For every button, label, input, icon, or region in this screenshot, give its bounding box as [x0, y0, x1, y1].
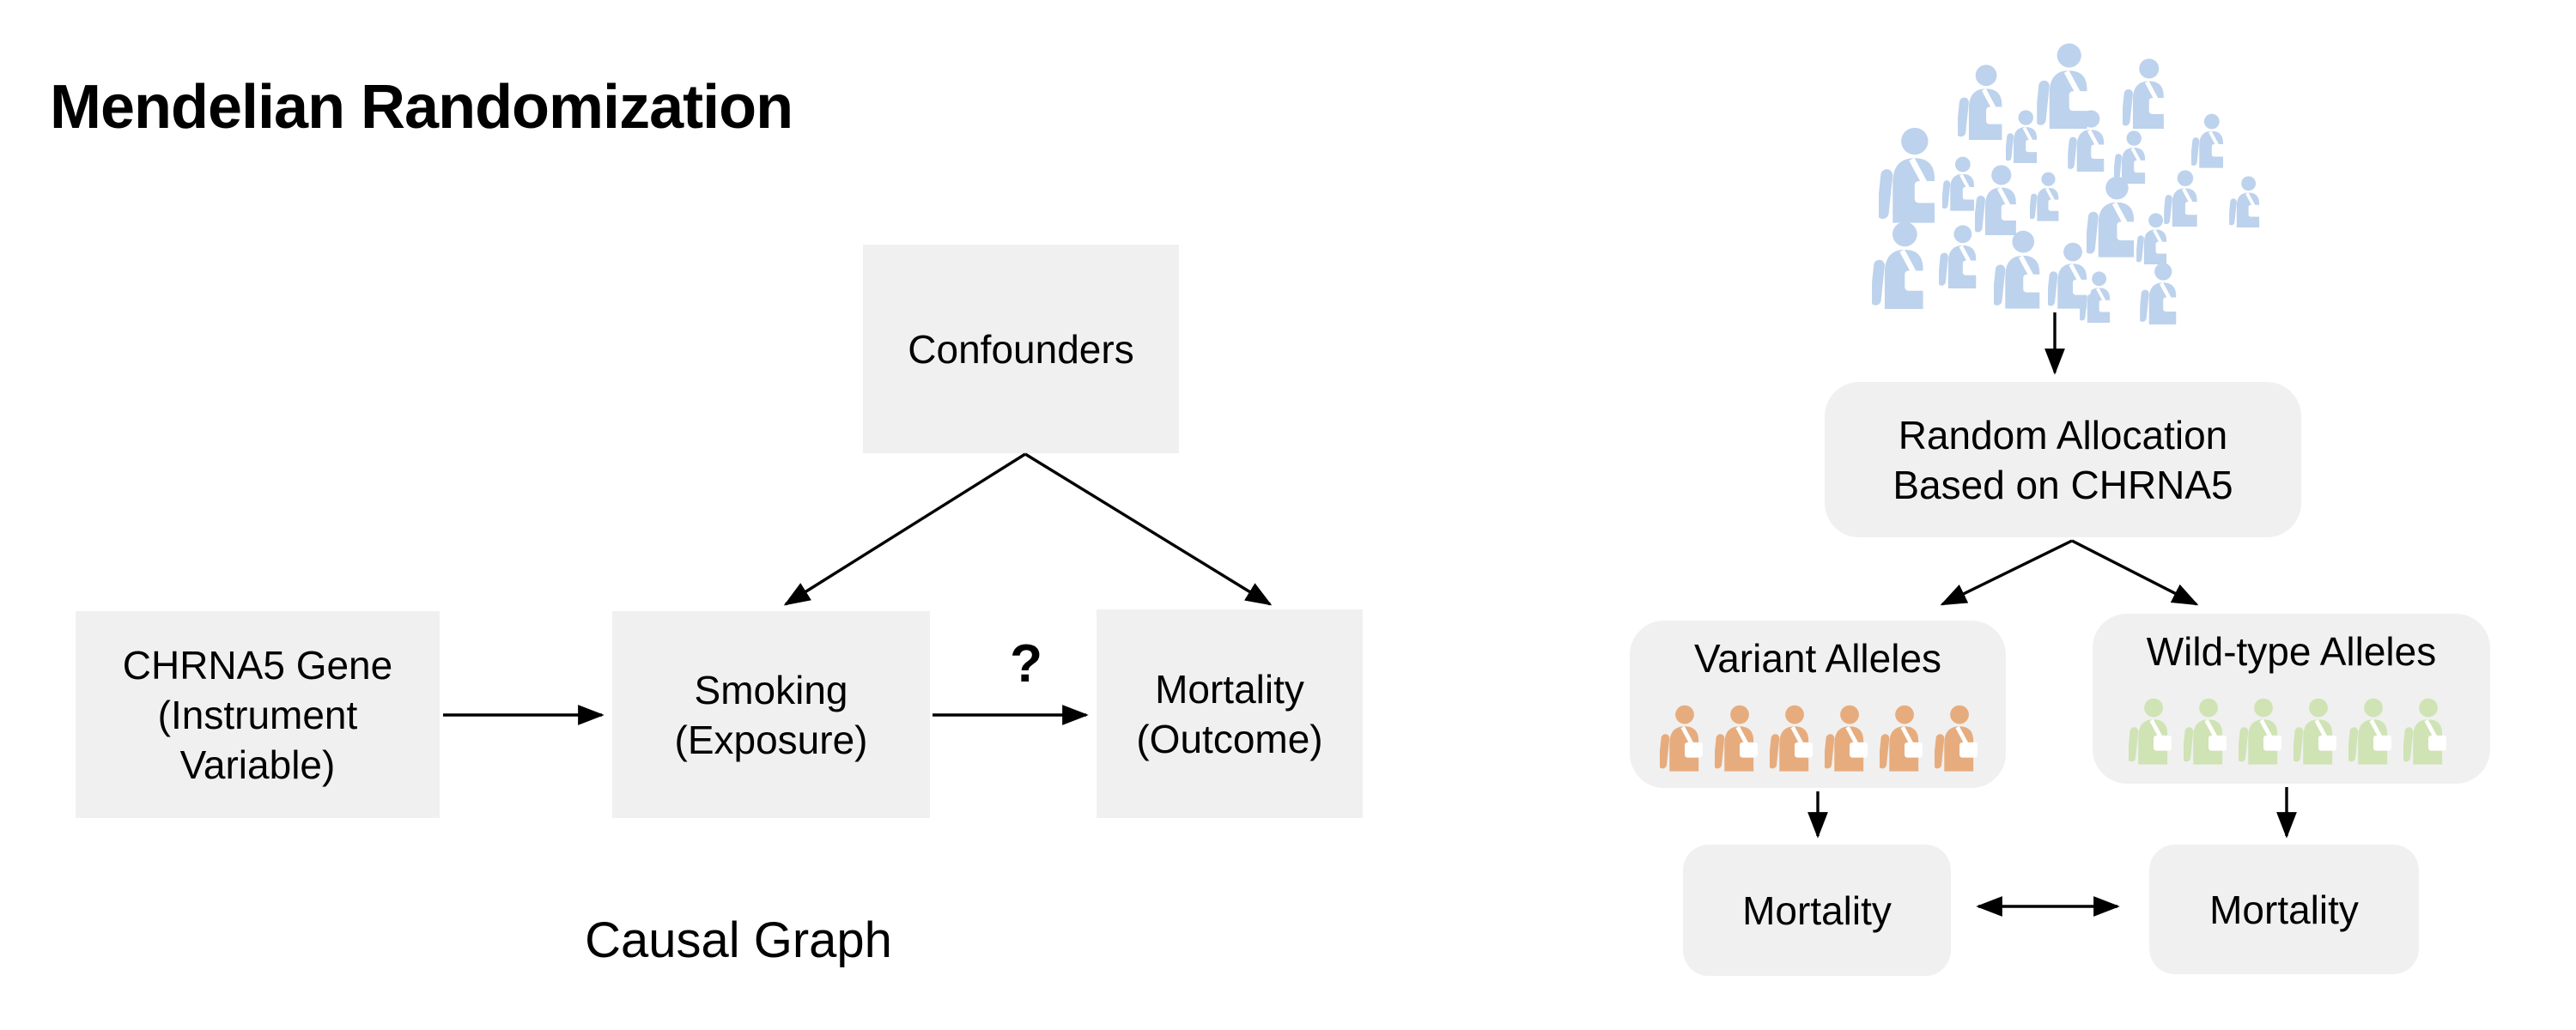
allele-person-icon: [2184, 698, 2227, 765]
allele-person-icon: [2129, 698, 2172, 765]
node-confounders: Confounders: [863, 245, 1179, 453]
population-person-icon: [1872, 221, 1929, 309]
population-person-icon: [2068, 110, 2108, 172]
arrow-allocation-to-wildtype: [2071, 539, 2199, 606]
allele-person-icon: [2403, 698, 2446, 765]
population-person-icon: [2229, 176, 2263, 227]
node-mortality-variant: Mortality: [1683, 845, 1951, 976]
population-person-icon: [2140, 263, 2180, 324]
node-outcome-label: Mortality(Outcome): [1136, 666, 1323, 761]
population-person-icon: [2087, 176, 2139, 258]
allele-person-icon: [2348, 698, 2391, 765]
population-person-icon: [1879, 127, 1941, 223]
node-confounders-label: Confounders: [908, 326, 1134, 372]
allele-person-icon: [2239, 698, 2281, 765]
causal-effect-question-mark: ?: [1010, 634, 1042, 694]
population-person-icon: [1994, 230, 2044, 309]
arrow-allocation-to-variant: [1940, 539, 2073, 606]
node-wildtype-alleles: Wild-type Alleles: [2093, 614, 2490, 784]
population-person-icon: [2123, 58, 2168, 129]
population-person-icon: [1942, 156, 1978, 211]
node-variant-alleles: Variant Alleles: [1630, 621, 2006, 788]
population-person-icon: [2030, 172, 2062, 221]
allele-person-icon: [1825, 705, 1868, 772]
population-person-icon: [1958, 64, 2007, 140]
allele-person-icon: [2293, 698, 2336, 765]
variant-alleles-label: Variant Alleles: [1693, 636, 1942, 681]
node-mortality-variant-label: Mortality: [1742, 888, 1892, 933]
node-exposure-label: Smoking(Exposure): [674, 667, 868, 762]
allele-person-icon: [1660, 705, 1703, 772]
population-person-icon: [2136, 213, 2170, 264]
population-person-icon: [1975, 165, 2020, 235]
population-person-icon: [1939, 225, 1980, 288]
causal-graph-caption: Causal Graph: [585, 912, 892, 968]
population-person-icon: [2048, 242, 2091, 309]
node-mortality-wildtype: Mortality: [2149, 845, 2419, 974]
wildtype-alleles-label: Wild-type Alleles: [2146, 629, 2437, 674]
allele-person-icon: [1880, 705, 1923, 772]
allele-person-icon: [1935, 705, 1978, 772]
allele-person-icon: [1715, 705, 1758, 772]
arrow-confounders-to-outcome: [1024, 452, 1273, 606]
node-exposure: Smoking(Exposure): [612, 611, 930, 818]
node-outcome: Mortality(Outcome): [1097, 609, 1363, 818]
population-person-icon: [2006, 110, 2040, 163]
allele-person-icon: [1770, 705, 1813, 772]
page-title: Mendelian Randomization: [50, 73, 793, 142]
node-mortality-wildtype-label: Mortality: [2209, 887, 2359, 932]
arrow-confounders-to-exposure: [783, 452, 1026, 606]
population-person-icon: [2191, 113, 2227, 168]
